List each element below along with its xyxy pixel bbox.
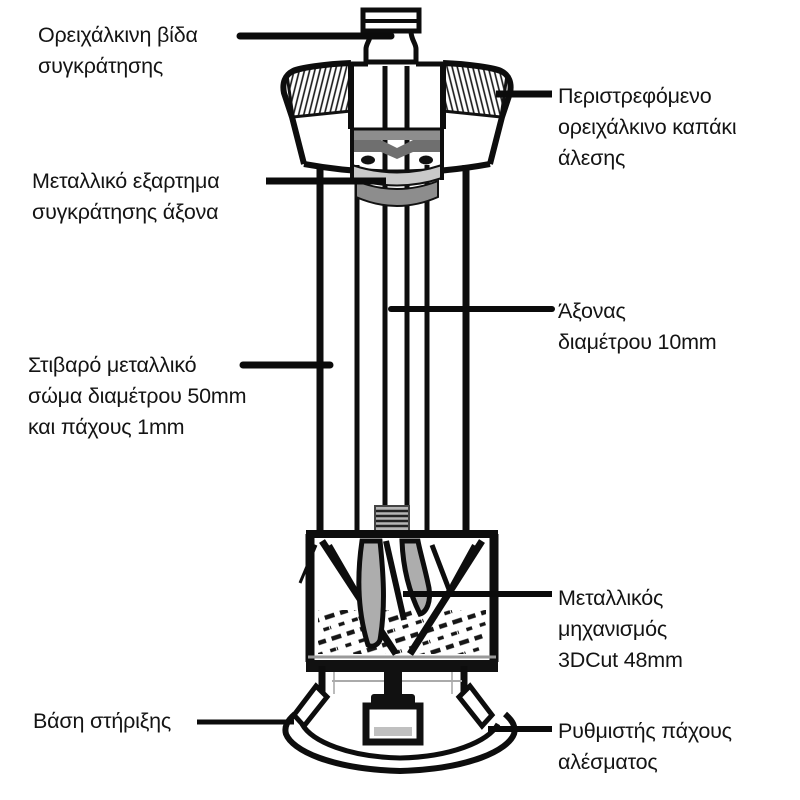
grinder-tooth-left bbox=[356, 538, 386, 649]
label-line: συγκράτησης bbox=[38, 54, 164, 78]
label-line: Ορειχάλκινη βίδα bbox=[38, 23, 198, 47]
label-line: διαμέτρου 10mm bbox=[558, 330, 717, 354]
thickness-adjuster bbox=[362, 668, 424, 746]
support-base bbox=[282, 666, 518, 775]
label-base: Βάση στήριξης bbox=[33, 706, 171, 737]
label-line: Στιβαρό μεταλλικό bbox=[28, 353, 197, 377]
label-line: ορειχάλκινο καπάκι bbox=[558, 115, 737, 139]
label-line: και πάχους 1mm bbox=[28, 415, 185, 439]
label-line: Μεταλλικό εξαρτημα bbox=[32, 169, 220, 193]
mill-body bbox=[316, 165, 470, 534]
label-body: Στιβαρό μεταλλικό σώμα διαμέτρου 50mm κα… bbox=[28, 350, 247, 443]
thread-section bbox=[374, 505, 410, 533]
label-line: μηχανισμός bbox=[558, 617, 667, 641]
label-line: άλεσης bbox=[558, 146, 626, 170]
label-line: Βάση στήριξης bbox=[33, 709, 172, 733]
label-line: συγκράτησης άξονα bbox=[32, 200, 219, 224]
label-line: Ρυθμιστής πάχους bbox=[558, 719, 732, 743]
label-line: αλέσματος bbox=[558, 750, 658, 774]
grinding-mechanism bbox=[298, 530, 499, 672]
label-adjuster: Ρυθμιστής πάχους αλέσματος bbox=[558, 716, 732, 778]
label-shaft-retainer: Μεταλλικό εξαρτημα συγκράτησης άξονα bbox=[32, 166, 220, 228]
label-shaft: Άξονας διαμέτρου 10mm bbox=[558, 296, 717, 358]
label-line: σώμα διαμέτρου 50mm bbox=[28, 384, 247, 408]
label-line: Περιστρεφόμενο bbox=[558, 84, 712, 108]
label-line: Μεταλλικός bbox=[558, 586, 664, 610]
grinder-tooth-right bbox=[399, 538, 432, 617]
label-rotating-cap: Περιστρεφόμενο ορειχάλκινο καπάκι άλεσης bbox=[558, 81, 737, 174]
label-line: Άξονας bbox=[558, 299, 626, 323]
label-mechanism: Μεταλλικός μηχανισμός 3DCut 48mm bbox=[558, 583, 683, 676]
label-line: 3DCut 48mm bbox=[558, 648, 683, 672]
label-brass-screw: Ορειχάλκινη βίδα συγκράτησης bbox=[38, 20, 198, 82]
